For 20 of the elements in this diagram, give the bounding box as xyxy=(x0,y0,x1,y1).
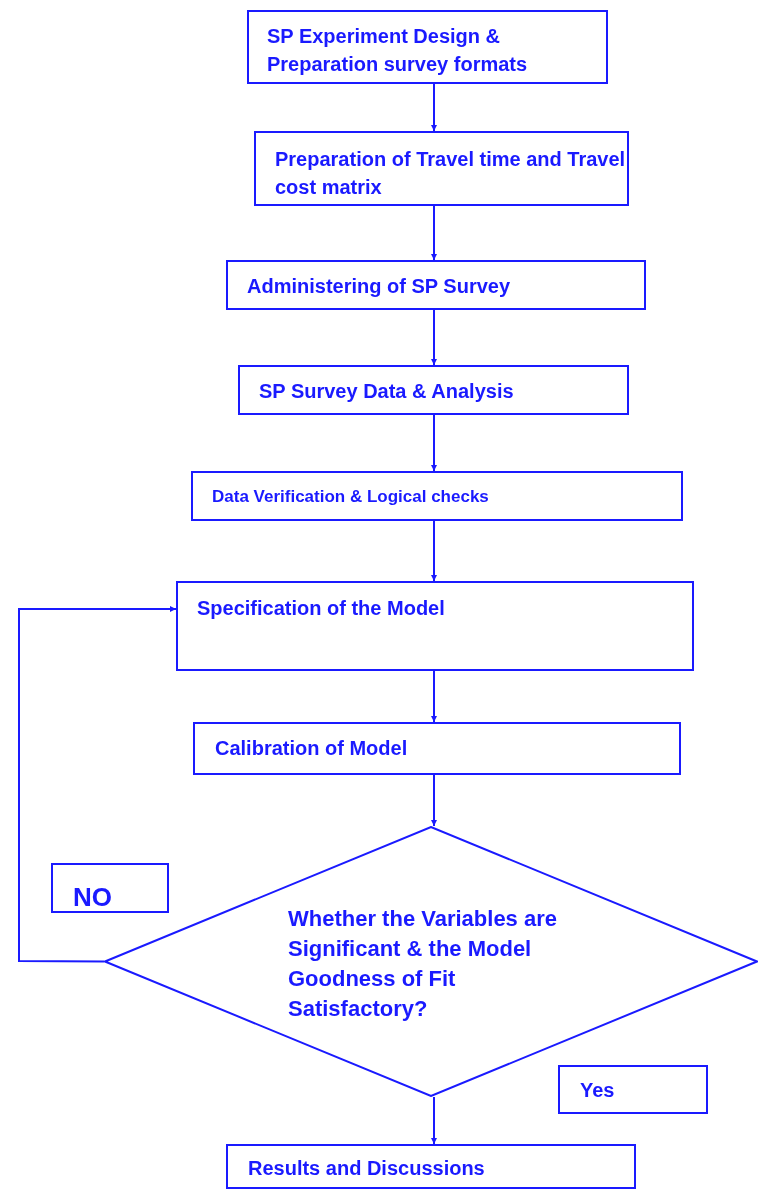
process-box: Yes xyxy=(558,1065,708,1114)
arrow xyxy=(431,309,437,366)
arrow xyxy=(431,1096,437,1145)
arrow xyxy=(431,205,437,261)
decision-text: Whether the Variables are Significant & the Model Goodness of Fit Satisfactory? xyxy=(288,905,558,1023)
process-box: Specification of the Model xyxy=(176,581,694,671)
process-box: Administering of SP Survey xyxy=(226,260,646,310)
process-box: Calibration of Model xyxy=(193,722,681,775)
arrow xyxy=(431,774,437,827)
process-box: SP Survey Data & Analysis xyxy=(238,365,629,415)
arrow xyxy=(431,83,437,132)
process-box: Results and Discussions xyxy=(226,1144,636,1189)
arrow xyxy=(431,414,437,472)
arrow xyxy=(431,520,437,582)
arrow xyxy=(431,670,437,723)
process-box: SP Experiment Design & Preparation survey formats xyxy=(247,10,608,84)
arrow xyxy=(18,606,177,963)
process-box: Data Verification & Logical checks xyxy=(191,471,683,521)
process-box: NO xyxy=(51,863,169,913)
process-box: Preparation of Travel time and Travel cost matrix xyxy=(254,131,629,206)
